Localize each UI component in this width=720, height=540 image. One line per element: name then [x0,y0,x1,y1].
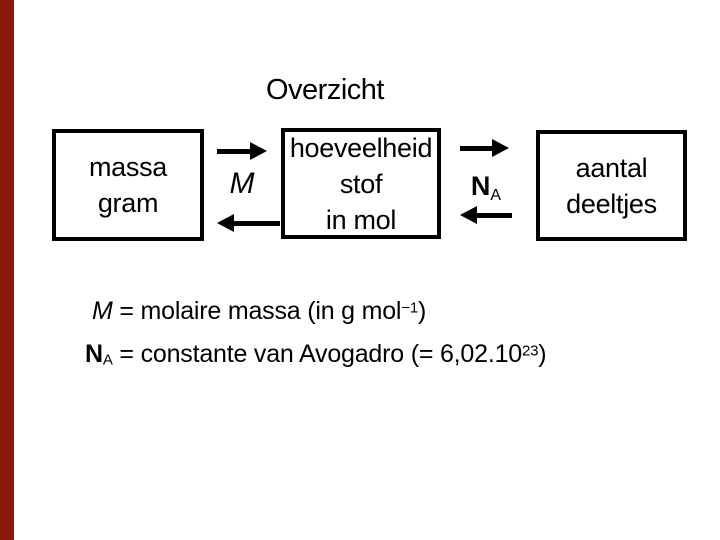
superscript-23: 23 [522,342,539,360]
subscript-a: A [102,351,113,369]
symbol-m: M [92,297,113,325]
definition-molar-mass: M = molaire massa (in g mol−1) [92,297,426,326]
definition-molar-mass-text: = molaire massa (in g mol [112,297,402,325]
label-na: NA [458,171,514,205]
box-hoeveelheid-line-2: stof [339,168,383,199]
box-aantal-line-1: aantal [575,152,648,183]
box-hoeveelheid-line-1: hoeveelheid [289,132,433,163]
box-aantal-deeltjes: aantal deeltjes [536,130,687,241]
arrow-right-m-icon [217,142,267,160]
definition-avogadro-text: = constante van Avogadro (= 6,02.10 [112,340,522,368]
arrow-left-m-icon [217,214,280,232]
arrow-head [492,139,509,157]
arrow-right-na-icon [460,139,509,157]
arrow-shaft [460,145,492,151]
arrow-shaft [217,148,250,154]
definition-avogadro-close: ) [538,340,547,368]
left-accent-bar [0,0,14,540]
box-massa-line-2: gram [97,188,159,218]
slide-title: Overzicht [266,74,384,106]
arrow-head [250,142,267,160]
label-na-letter: N [470,171,491,201]
superscript-minus-one: −1 [401,299,418,317]
arrow-shaft [234,220,280,226]
definition-avogadro: NA = constante van Avogadro (= 6,02.1023… [85,340,547,369]
box-massa-gram: massa gram [52,129,204,241]
label-m: M [229,167,255,200]
box-hoeveelheid-stof: hoeveelheid stof in mol [281,128,441,239]
arrow-head [460,206,477,224]
arrow-shaft [477,212,512,218]
symbol-n: N [85,340,103,368]
definition-molar-mass-close: ) [418,297,427,325]
box-hoeveelheid-line-3: in mol [325,204,397,235]
arrow-left-na-icon [460,206,512,224]
label-na-subscript: A [490,187,502,204]
box-aantal-line-2: deeltjes [566,188,657,219]
box-massa-line-1: massa [88,152,168,182]
arrow-head [217,214,234,232]
